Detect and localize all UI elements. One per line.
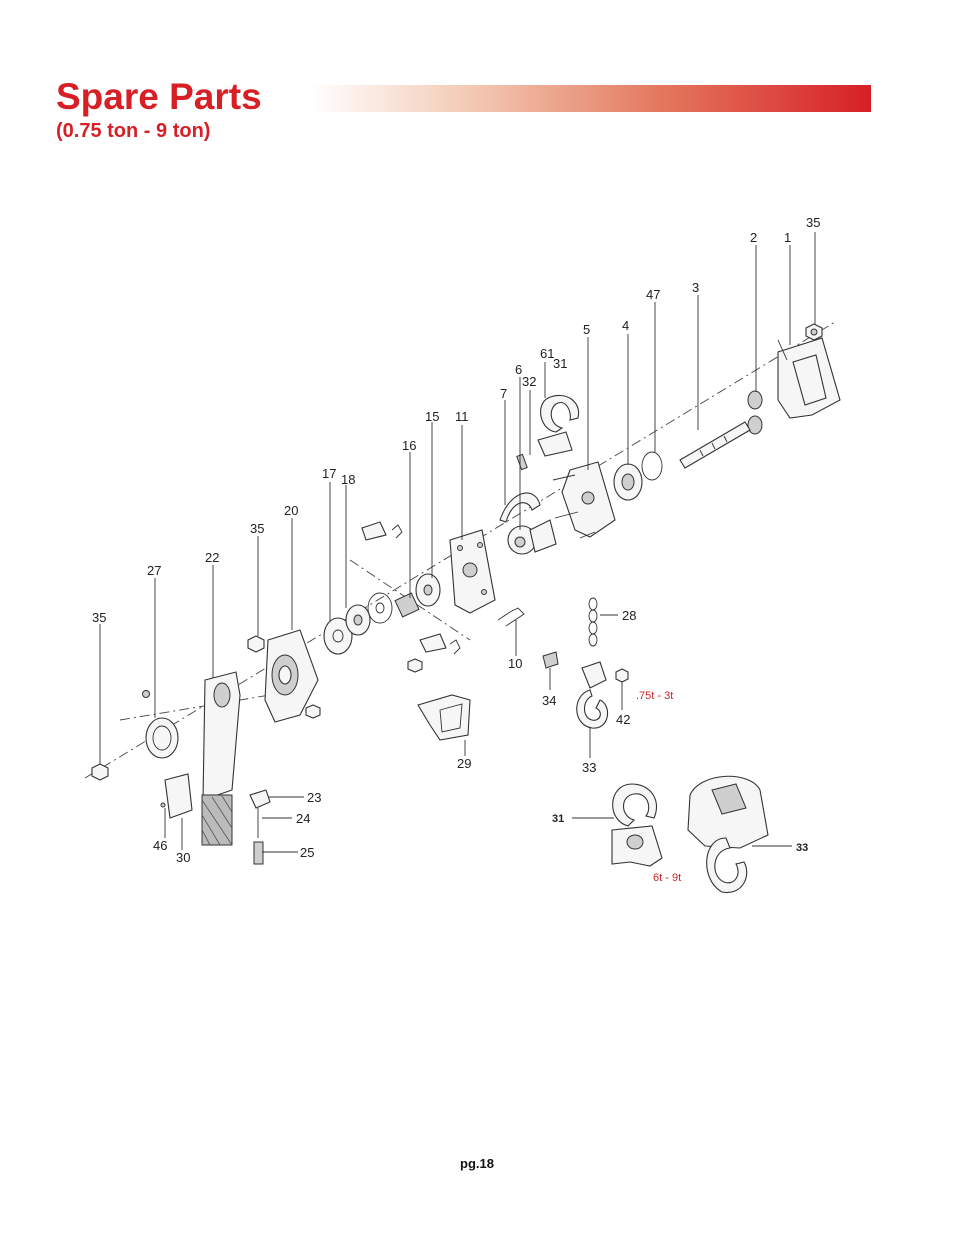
label-10: 10: [508, 656, 522, 671]
label-23: 23: [307, 790, 321, 805]
label-46: 46: [153, 838, 167, 853]
block-large-33: [687, 775, 769, 893]
part-32-pin: [516, 453, 528, 471]
page-title: Spare Parts: [56, 76, 262, 117]
label-27: 27: [147, 563, 161, 578]
label-33: 33: [582, 760, 596, 775]
label-34: 34: [542, 693, 556, 708]
part-11-plate: [449, 529, 496, 614]
label-11: 11: [455, 409, 469, 424]
label-16: 16: [402, 438, 416, 453]
pawl-lower: [419, 633, 461, 655]
label-17: 17: [322, 466, 336, 481]
page-number: pg.18: [460, 1156, 494, 1171]
label-28: 28: [622, 608, 636, 623]
label-35-mid: 35: [250, 521, 264, 536]
label-29: 29: [457, 756, 471, 771]
label-20: 20: [284, 503, 298, 518]
header-gradient-bar: [310, 85, 871, 112]
page-subtitle: (0.75 ton - 9 ton): [56, 120, 211, 142]
part-10-clip: [497, 607, 525, 627]
part-22-lever-handle: [201, 671, 241, 846]
leader-lines: [99, 232, 816, 853]
pawl-upper: [361, 521, 403, 541]
part-35-nut-mid: [247, 635, 265, 653]
part-16-spring: [394, 592, 420, 618]
part-5-plate: [552, 461, 616, 539]
part-3-shaft: [679, 421, 751, 469]
label-15: 15: [425, 409, 439, 424]
part-4-gear: [613, 463, 643, 501]
label-25: 25: [300, 845, 314, 860]
label-31: 31: [553, 356, 567, 371]
label-47: 47: [646, 287, 660, 302]
screw-27: [142, 690, 150, 698]
part-29-selector: [417, 694, 471, 741]
part-30-plate: [164, 773, 193, 819]
label-1: 1: [784, 230, 791, 245]
variant-label-small: .75t - 3t: [636, 690, 673, 702]
hook-large-31: [611, 783, 663, 867]
part-28-chain: [588, 597, 598, 647]
label-7: 7: [500, 386, 507, 401]
label-18: 18: [341, 472, 355, 487]
part-15-disc: [415, 573, 441, 607]
part-47-snap-ring: [641, 451, 663, 481]
label-32: 32: [522, 374, 536, 389]
part-23-24-25: [249, 789, 271, 865]
part-1-housing: [777, 337, 841, 419]
part-33-bottom-hook: [576, 661, 609, 729]
label-30: 30: [176, 850, 190, 865]
part-35-nut-top: [805, 323, 823, 341]
label-3: 3: [692, 280, 699, 295]
part-6-hub: [507, 519, 557, 555]
label-35-top: 35: [806, 215, 820, 230]
part-35-nut-left: [91, 763, 109, 781]
nut-small: [305, 704, 321, 719]
part-18-ratchet: [345, 592, 393, 636]
label-callout-33: 33: [796, 842, 808, 854]
label-6: 6: [515, 362, 522, 377]
variant-label-large: 6t - 9t: [653, 872, 681, 884]
part-20-housing: [264, 629, 319, 723]
label-callout-31: 31: [552, 813, 564, 825]
label-4: 4: [622, 318, 629, 333]
part-27-cap: [145, 717, 179, 759]
nut-small-2: [407, 658, 423, 673]
part-42-nut: [615, 668, 629, 683]
part-7-pawl-plate: [499, 492, 541, 523]
part-labels: 1 2 3 4 5 6 7 10 11 15 16 17 18 20 22 23…: [92, 215, 820, 884]
label-24: 24: [296, 811, 310, 826]
label-22: 22: [205, 550, 219, 565]
label-5: 5: [583, 322, 590, 337]
part-34-pin: [542, 651, 559, 669]
part-17-washer: [323, 617, 353, 655]
label-42: 42: [616, 712, 630, 727]
label-2: 2: [750, 230, 757, 245]
part-31-top-hook: [537, 394, 580, 457]
part-46-rivet: [160, 802, 166, 808]
label-35-left: 35: [92, 610, 106, 625]
label-61: 61: [540, 346, 554, 361]
part-2-gears: [747, 390, 763, 435]
